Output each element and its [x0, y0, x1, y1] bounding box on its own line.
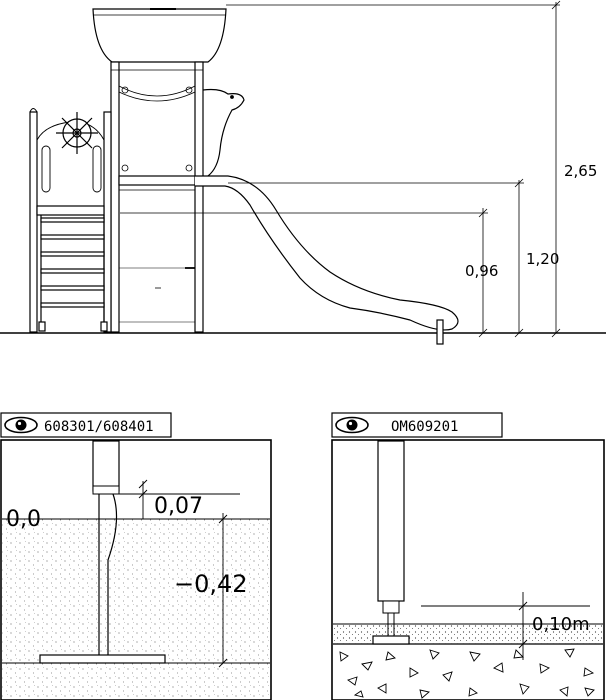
detail-code-608301: 608301/608401: [44, 419, 154, 435]
anchor-rod: [98, 493, 118, 655]
post-tube: [377, 440, 405, 602]
tower-post-right: [194, 61, 204, 333]
roof-canopy: [92, 8, 227, 63]
steering-wheel-icon: [56, 112, 98, 154]
depth-label: 0,10m: [532, 614, 590, 635]
slide-exit-height-label: 0,96: [465, 262, 498, 280]
detail-panel-om609201: [331, 412, 605, 700]
gravel-layer: [339, 648, 595, 699]
dimension-lines: [120, 0, 561, 338]
slide-support: [436, 319, 444, 345]
climb-deck: [36, 205, 105, 216]
platform-height-label: 1,20: [526, 250, 559, 268]
snake-panel: [202, 88, 245, 177]
eye-icon: [335, 416, 369, 434]
base-plate: [39, 654, 166, 664]
tower-post-left: [110, 61, 120, 333]
detail-header-box: [331, 412, 503, 438]
soil-fill: [2, 519, 270, 699]
climb-post-left: [29, 111, 38, 333]
ladder: [40, 215, 105, 322]
zero-level-label: 0,0: [6, 507, 41, 532]
platform-deck: [118, 175, 196, 186]
depth-label: −0,42: [174, 570, 248, 598]
post-tube: [92, 440, 120, 492]
top-offset-label: 0,07: [154, 494, 203, 519]
total-height-label: 2,65: [564, 162, 597, 180]
detail-panel-608301: [0, 412, 272, 700]
slide: [195, 175, 459, 331]
detail-frame: [331, 439, 605, 700]
elevation-view: [0, 0, 606, 345]
climb-post-right: [103, 111, 112, 333]
eye-icon: [4, 416, 38, 434]
base-plate: [372, 635, 410, 645]
detail-code-om609201: OM609201: [391, 419, 458, 435]
